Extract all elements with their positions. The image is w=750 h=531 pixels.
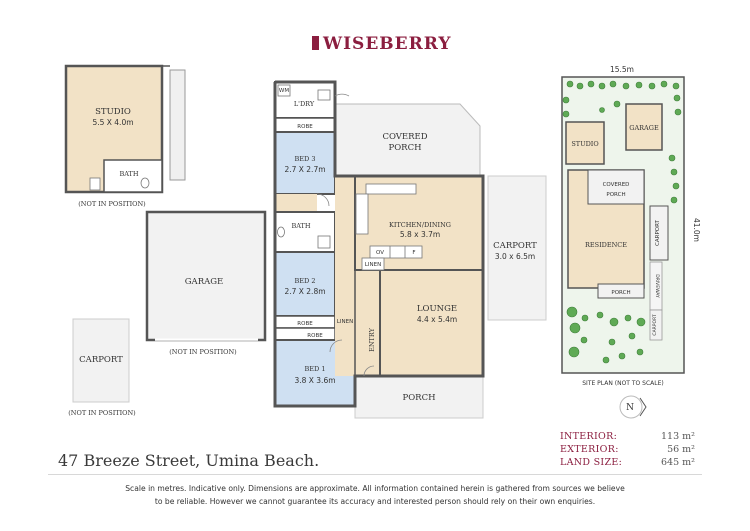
covered-porch-label-1: COVERED (382, 132, 427, 142)
divider (48, 474, 702, 475)
carport-right-dims: 3.0 x 6.5m (495, 252, 535, 261)
trees (562, 80, 682, 364)
studio-bath-room (103, 159, 163, 193)
brand-mark-icon (312, 36, 319, 50)
front-porch-area (354, 375, 484, 419)
kitchen-island (369, 245, 423, 259)
main-house: WM L'DRY ROBE BED 3 2.7 X 2.7m BATH BED … (273, 80, 547, 419)
bed3-room (274, 131, 336, 195)
stat-land-size-value: 645 m² (661, 457, 695, 468)
stat-interior: INTERIOR: 113 m² (560, 431, 695, 444)
garage-room (145, 210, 267, 342)
kitchen-dims: 5.8 x 3.7m (400, 230, 440, 239)
site-depth-label: 41.0m (692, 218, 701, 242)
stat-land-size-label: LAND SIZE: (560, 457, 623, 468)
wm-label: WM (279, 88, 289, 94)
washing-machine-icon (277, 84, 291, 97)
garage-label: GARAGE (185, 277, 223, 287)
disclaimer: Scale in metres. Indicative only. Dimens… (95, 483, 655, 508)
linen-mid-label: LINEN (365, 262, 381, 268)
entry-hall (354, 269, 381, 377)
stat-exterior-value: 56 m² (667, 444, 695, 455)
site-driveway-label: DRIVEWAY (654, 274, 660, 298)
carport-right-label: CARPORT (493, 241, 537, 251)
area-stats: INTERIOR: 113 m² EXTERIOR: 56 m² LAND SI… (560, 431, 695, 470)
bed2-dims: 2.7 X 2.8m (284, 287, 325, 296)
carport-left-area (72, 318, 130, 403)
site-porch-label: PORCH (611, 290, 630, 296)
bed2-label: BED 2 (295, 277, 316, 285)
site-plan-caption: SITE PLAN (NOT TO SCALE) (582, 380, 664, 387)
site-studio (565, 121, 605, 165)
vanity-icon (317, 235, 331, 249)
site-garage (625, 103, 663, 151)
site-covered-porch-label-1: COVERED (603, 182, 630, 188)
robe-mid-label: ROBE (297, 321, 313, 327)
carport-left-label: CARPORT (79, 355, 123, 365)
garage-note: (NOT IN POSITION) (169, 348, 237, 356)
oven-label: OV (376, 250, 384, 256)
studio-label: STUDIO (95, 107, 131, 117)
covered-porch-label-2: PORCH (388, 143, 421, 153)
linen-low-label: LINEN (337, 319, 353, 325)
site-porch (597, 283, 645, 299)
site-carport-2-label: CARPORT (652, 314, 658, 335)
bed3-dims: 2.7 X 2.7m (284, 165, 325, 174)
toilet-icon (140, 177, 150, 189)
brand-name: WISEBERRY (323, 34, 452, 54)
bed1-dims: 3.8 X 3.6m (294, 376, 335, 385)
robe-low (274, 327, 336, 341)
stat-interior-label: INTERIOR: (560, 431, 618, 442)
lounge-dims: 4.4 x 5.4m (417, 315, 457, 324)
lounge-label: LOUNGE (417, 304, 457, 314)
bath-label: BATH (291, 222, 310, 230)
kitchen-bench (365, 183, 417, 195)
bath-toilet-icon (277, 226, 285, 238)
kitchen-label: KITCHEN/DINING (389, 221, 451, 229)
north-label: N (626, 403, 634, 413)
site-width-label: 15.5m (610, 65, 634, 74)
studio-building: STUDIO 5.5 X 4.0m BATH (NOT IN POSITION) (64, 64, 186, 208)
robe-low-label: ROBE (307, 333, 323, 339)
stat-exterior-label: EXTERIOR: (560, 444, 619, 455)
brand-logo: WISEBERRY (312, 34, 451, 54)
stat-interior-value: 113 m² (661, 431, 695, 442)
bed3-label: BED 3 (295, 155, 316, 163)
stat-land-size: LAND SIZE: 645 m² (560, 457, 695, 470)
site-carport (649, 205, 669, 261)
site-garage-label: GARAGE (629, 124, 659, 132)
north-arrow-icon: N (619, 395, 647, 419)
site-covered-porch-label-2: PORCH (606, 192, 625, 198)
disclaimer-line-2: to be reliable. However we cannot guaran… (154, 496, 596, 506)
entry-label: ENTRY (368, 327, 376, 351)
disclaimer-line-1: Scale in metres. Indicative only. Dimens… (125, 484, 625, 493)
studio-note: (NOT IN POSITION) (78, 200, 146, 208)
site-covered-porch (587, 169, 645, 205)
studio-dims: 5.5 X 4.0m (92, 118, 133, 127)
fridge-label: F (412, 250, 415, 256)
porch-label: PORCH (402, 393, 435, 403)
carport-left: CARPORT (NOT IN POSITION) (68, 318, 136, 417)
carport-right-area (487, 175, 547, 321)
studio-bath-label: BATH (119, 170, 138, 178)
laundry-label: L'DRY (294, 100, 315, 108)
robe-top-label: ROBE (297, 124, 313, 130)
carport-left-note: (NOT IN POSITION) (68, 409, 136, 417)
laundry-tub-icon (317, 89, 331, 101)
bed1-label: BED 1 (305, 365, 326, 373)
site-carport-2 (649, 309, 663, 341)
site-studio-label: STUDIO (571, 140, 598, 148)
site-carport-label: CARPORT (655, 219, 661, 245)
stat-exterior: EXTERIOR: 56 m² (560, 444, 695, 457)
site-residence-label: RESIDENCE (585, 241, 627, 249)
garage-building: GARAGE (NOT IN POSITION) (145, 210, 267, 356)
site-plan: 15.5m 41.0m STUDIO GARAGE COVERED PORCH … (561, 65, 701, 419)
shower-icon (89, 177, 101, 191)
property-address: 47 Breeze Street, Umina Beach. (58, 451, 320, 470)
